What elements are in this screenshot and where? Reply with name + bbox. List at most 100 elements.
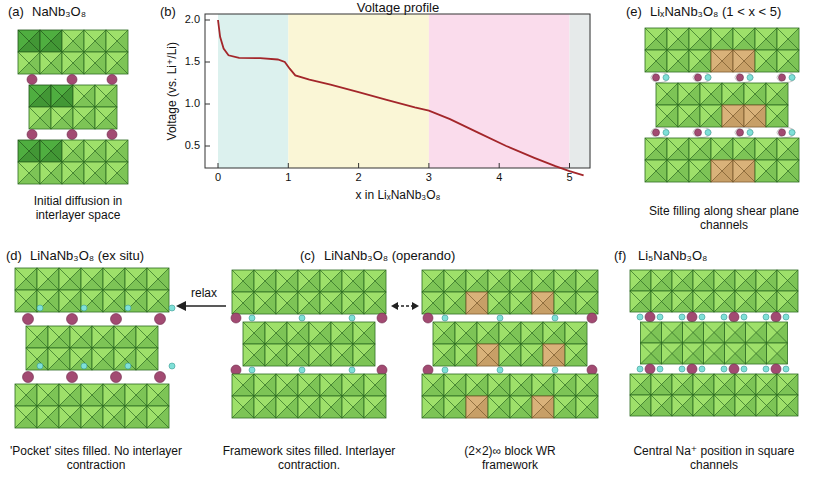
sodium-atom	[377, 365, 387, 375]
octahedron	[651, 374, 672, 395]
octahedron-edge	[125, 290, 147, 312]
octahedron-edge	[232, 396, 254, 418]
octahedron-edge	[26, 326, 48, 348]
octahedron-shade	[103, 384, 125, 406]
octahedron-edge	[576, 292, 598, 314]
octahedron-shade	[714, 270, 735, 291]
octahedron-edge	[18, 30, 40, 52]
sodium-atom	[107, 130, 117, 140]
octahedron-shade	[641, 343, 662, 364]
octahedron	[725, 343, 746, 364]
octahedron-edge	[755, 28, 777, 50]
octahedron	[651, 291, 672, 312]
octahedron	[767, 343, 788, 364]
octahedron	[735, 270, 756, 291]
octahedron	[254, 374, 276, 396]
octahedron-edge	[733, 160, 755, 182]
octahedron-edge	[477, 322, 499, 344]
octahedron-edge	[689, 28, 711, 50]
octahedron-edge	[722, 83, 744, 105]
octahedron	[689, 138, 711, 160]
octahedron-shade	[18, 162, 40, 184]
octahedron-edge	[18, 162, 40, 184]
octahedron	[565, 344, 587, 366]
sodium-atom	[645, 364, 655, 374]
octahedron-edge	[106, 30, 128, 52]
octahedron-edge	[342, 292, 364, 314]
octahedron-shade	[353, 344, 375, 366]
octahedron-shade	[756, 291, 777, 312]
octahedron-shade	[689, 50, 711, 72]
octahedron-shade	[766, 83, 788, 105]
octahedron-edge	[488, 374, 510, 396]
octahedron-edge	[147, 290, 169, 312]
octahedron	[755, 28, 777, 50]
octahedron	[433, 322, 455, 344]
octahedron	[125, 406, 147, 428]
octahedron-shade	[777, 374, 798, 395]
octahedron	[735, 374, 756, 395]
octahedron-edge	[364, 396, 386, 418]
octahedron-edge	[777, 160, 799, 182]
octahedron-shade	[15, 290, 37, 312]
octahedron-shade	[704, 322, 725, 343]
octahedron-edge	[466, 396, 488, 418]
octahedron	[265, 344, 287, 366]
octahedron-edge	[62, 30, 84, 52]
octahedron-edge	[92, 348, 114, 370]
octahedron-edge	[265, 322, 287, 344]
octahedron-edge	[18, 140, 40, 162]
octahedron	[232, 270, 254, 292]
octahedron-edge	[554, 270, 576, 292]
octahedron-shade	[59, 406, 81, 428]
octahedron	[298, 396, 320, 418]
octahedron-edge	[254, 270, 276, 292]
y-tick	[205, 62, 210, 63]
octahedron-shade	[466, 292, 488, 314]
octahedron-shade	[81, 406, 103, 428]
octahedron-shade	[254, 270, 276, 292]
lithium-atom	[349, 367, 355, 373]
octahedron-edge	[287, 322, 309, 344]
octahedron-edge	[29, 107, 51, 129]
octahedron-shade	[51, 107, 73, 129]
octahedron-shade	[265, 344, 287, 366]
octahedron-edge	[298, 396, 320, 418]
lithium-atom	[657, 366, 663, 372]
octahedron-edge	[287, 344, 309, 366]
equivalence-arrow	[396, 305, 414, 306]
octahedron-edge	[543, 344, 565, 366]
octahedron-shade	[477, 344, 499, 366]
sodium-atom	[67, 314, 78, 325]
panel-letter: (a)	[8, 4, 24, 20]
octahedron-edge	[103, 290, 125, 312]
sodium-atom	[377, 313, 387, 323]
octahedron-edge	[756, 395, 777, 416]
octahedron-shade	[84, 162, 106, 184]
octahedron-edge	[84, 52, 106, 74]
octahedron-shade	[40, 30, 62, 52]
octahedron-edge	[232, 396, 254, 418]
octahedron-edge	[59, 384, 81, 406]
octahedron-edge	[488, 270, 510, 292]
octahedron	[62, 162, 84, 184]
octahedron	[722, 83, 744, 105]
octahedron	[672, 374, 693, 395]
octahedron-edge	[422, 374, 444, 396]
octahedron-shade	[106, 140, 128, 162]
octahedron-edge	[645, 138, 667, 160]
octahedron-edge	[756, 270, 777, 291]
octahedron-edge	[466, 292, 488, 314]
octahedron	[689, 160, 711, 182]
octahedron	[320, 396, 342, 418]
x-tick	[428, 163, 429, 168]
octahedron-shade	[276, 292, 298, 314]
sodium-atom	[27, 130, 37, 140]
octahedron-edge	[651, 395, 672, 416]
octahedron-edge	[106, 140, 128, 162]
octahedron-edge	[444, 396, 466, 418]
lithium-atom	[299, 367, 305, 373]
octahedron	[276, 292, 298, 314]
octahedron-edge	[147, 268, 169, 290]
octahedron-edge	[746, 343, 767, 364]
